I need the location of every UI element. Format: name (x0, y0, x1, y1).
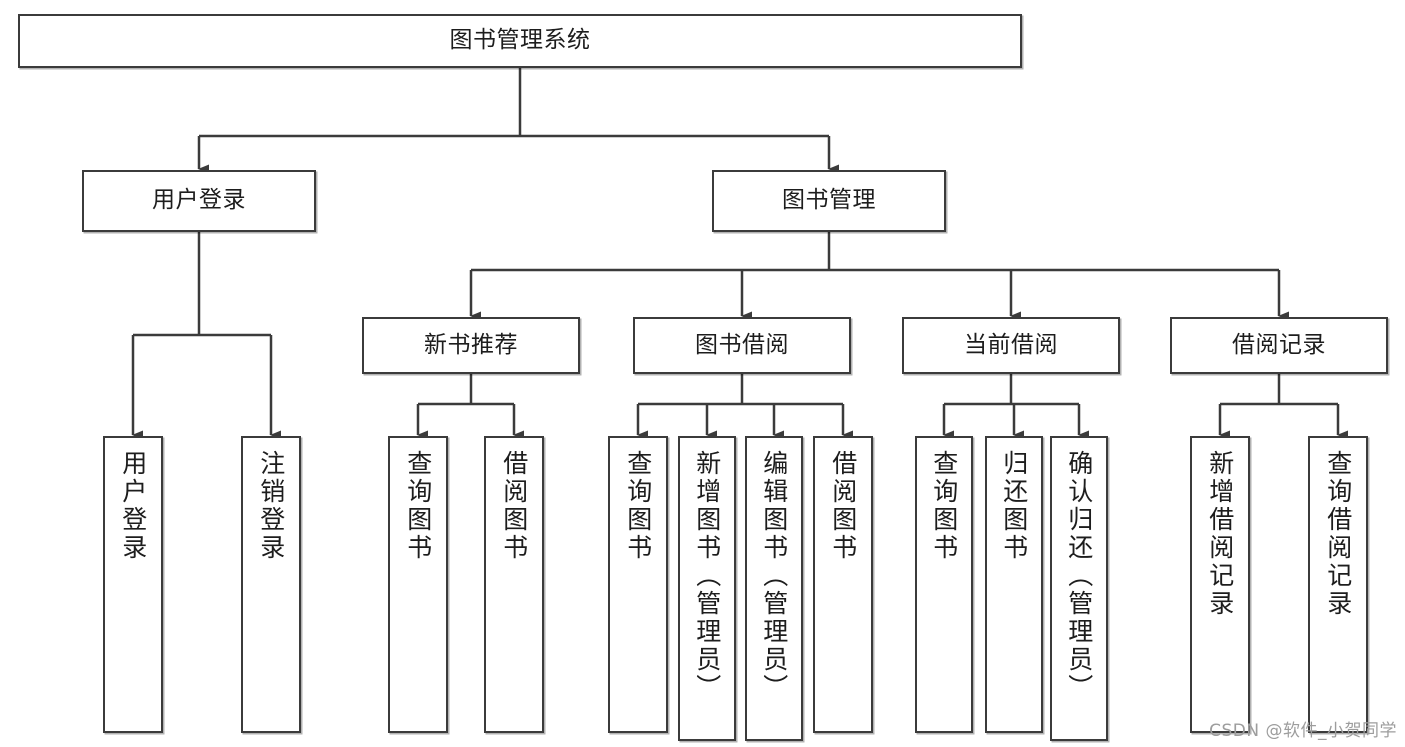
node-label: 查询图书 (403, 450, 433, 562)
node-leaf-confirm-return[interactable]: 确认归还（管理员） (1050, 436, 1108, 741)
node-book-borrow[interactable]: 图书借阅 (633, 317, 851, 374)
node-leaf-query-book-rec[interactable]: 查询图书 (388, 436, 448, 733)
node-label: 编辑图书（管理员） (759, 450, 789, 702)
node-label: 图书管理 (782, 187, 876, 214)
node-leaf-add-record[interactable]: 新增借阅记录 (1190, 436, 1250, 733)
node-label: 当前借阅 (964, 331, 1058, 358)
node-label: 新增图书（管理员） (692, 450, 722, 702)
node-label: 图书管理系统 (449, 27, 591, 54)
node-label: 确认归还（管理员） (1064, 450, 1094, 702)
node-root[interactable]: 图书管理系统 (18, 14, 1022, 68)
node-new-book-rec[interactable]: 新书推荐 (362, 317, 580, 374)
node-label: 借阅图书 (828, 450, 858, 562)
node-label: 新书推荐 (424, 331, 518, 358)
node-leaf-edit-book[interactable]: 编辑图书（管理员） (745, 436, 803, 741)
edge-group (131, 68, 1348, 440)
node-user-login[interactable]: 用户登录 (82, 170, 316, 232)
node-leaf-user-login[interactable]: 用户登录 (103, 436, 163, 733)
node-leaf-borrow-book[interactable]: 借阅图书 (813, 436, 873, 733)
node-label: 查询图书 (623, 450, 653, 562)
node-current-borrow[interactable]: 当前借阅 (902, 317, 1120, 374)
node-leaf-query-book-cur[interactable]: 查询图书 (915, 436, 973, 733)
node-leaf-query-book-borrow[interactable]: 查询图书 (608, 436, 668, 733)
node-label: 新增借阅记录 (1205, 450, 1235, 618)
node-label: 用户登录 (118, 450, 148, 562)
node-leaf-add-book[interactable]: 新增图书（管理员） (678, 436, 736, 741)
node-label: 借阅图书 (499, 450, 529, 562)
node-leaf-logout[interactable]: 注销登录 (241, 436, 301, 733)
node-borrow-record[interactable]: 借阅记录 (1170, 317, 1388, 374)
node-label: 查询借阅记录 (1323, 450, 1353, 618)
node-label: 查询图书 (929, 450, 959, 562)
node-leaf-return-book[interactable]: 归还图书 (985, 436, 1043, 733)
node-label: 图书借阅 (695, 331, 789, 358)
node-leaf-borrow-book-rec[interactable]: 借阅图书 (484, 436, 544, 733)
node-label: 用户登录 (152, 187, 246, 214)
node-leaf-query-record[interactable]: 查询借阅记录 (1308, 436, 1368, 733)
node-label: 借阅记录 (1232, 331, 1326, 358)
node-label: 归还图书 (999, 450, 1029, 562)
node-label: 注销登录 (256, 450, 286, 562)
node-book-manage[interactable]: 图书管理 (712, 170, 946, 232)
watermark: CSDN @软件_小贺同学 (1209, 721, 1397, 741)
